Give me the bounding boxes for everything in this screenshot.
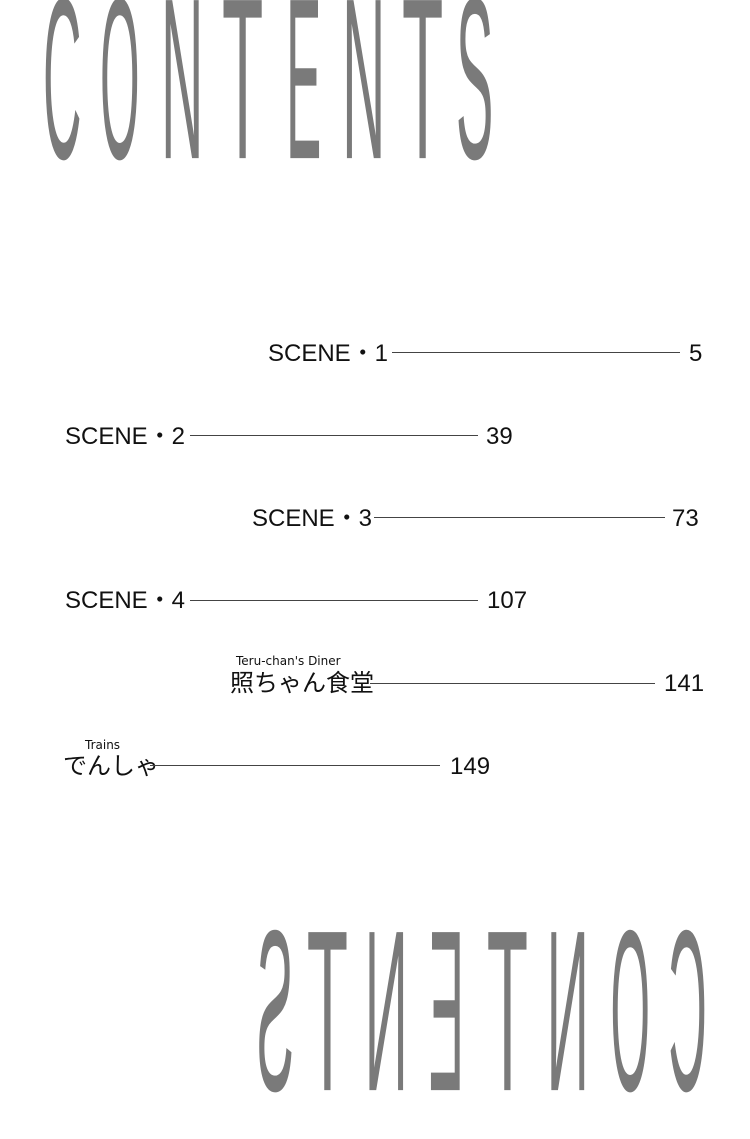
leader-line <box>392 352 680 353</box>
leader-line <box>190 435 478 436</box>
title-letter: O <box>100 0 140 208</box>
toc-entry-label: SCENE・1 <box>268 340 389 367</box>
toc-entry-label: でんしゃ <box>63 753 159 780</box>
toc-entry-page: 73 <box>672 505 699 532</box>
title-letter: S <box>456 0 494 208</box>
toc-entry-label: SCENE・4 <box>65 587 186 614</box>
toc-entry-page: 5 <box>689 340 703 367</box>
title-letter: T <box>222 0 264 208</box>
toc-entry-subtitle: Trains <box>85 738 121 752</box>
toc-entry-subtitle: Teru-chan's Diner <box>236 654 341 668</box>
title-letter: E <box>428 881 464 1139</box>
toc-entry-label: 照ちゃん食堂 <box>230 670 374 697</box>
title-letter: C <box>668 881 707 1139</box>
title-letter: N <box>161 0 204 208</box>
title-letter: C <box>43 0 82 208</box>
title-letter: T <box>306 881 348 1139</box>
leader-line <box>374 517 665 518</box>
toc-entry-page: 149 <box>450 753 491 780</box>
title-letter: S <box>256 881 294 1139</box>
leader-line <box>370 683 655 684</box>
leader-line <box>190 600 478 601</box>
toc-entry-page: 39 <box>486 423 513 450</box>
title-letter: O <box>610 881 650 1139</box>
toc-entry-page: 141 <box>664 670 705 697</box>
title-letter: T <box>402 0 444 208</box>
title-letter: E <box>286 0 322 208</box>
toc-entry-label: SCENE・3 <box>252 505 373 532</box>
title-letter: N <box>364 881 408 1139</box>
leader-line <box>150 765 440 766</box>
title-letter: T <box>486 881 528 1139</box>
toc-entry-label: SCENE・2 <box>65 423 186 450</box>
title-letter: N <box>342 0 386 208</box>
title-letter: N <box>546 881 589 1139</box>
toc-entry-page: 107 <box>487 587 528 614</box>
